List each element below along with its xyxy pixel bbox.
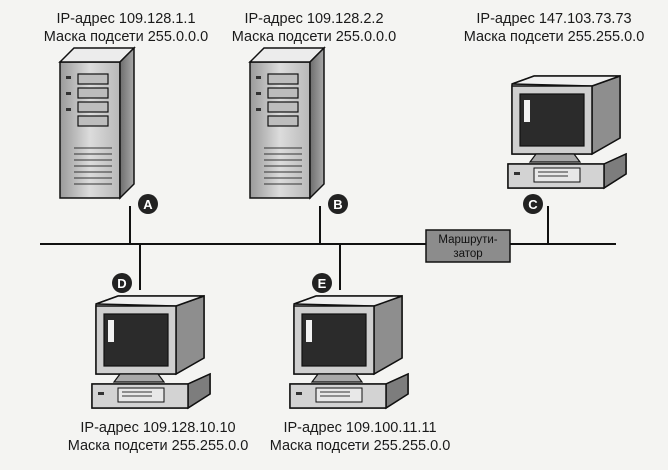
badge-e: E xyxy=(312,273,332,293)
router-icon: Маршрути- затор xyxy=(425,229,511,263)
host-c-mask: Маска подсети 255.255.0.0 xyxy=(463,29,645,45)
badge-a: A xyxy=(138,194,158,214)
router-label-line1: Маршрути- xyxy=(438,234,497,246)
host-b-ip: IP-адрес 109.128.2.2 xyxy=(244,11,384,27)
svg-text:A: A xyxy=(143,197,153,212)
workstation-d-icon xyxy=(91,295,211,409)
svg-text:D: D xyxy=(117,276,126,291)
host-c-label: IP-адрес 147.103.73.73 Маска подсети 255… xyxy=(446,10,662,46)
host-a-mask: Маска подсети 255.0.0.0 xyxy=(43,29,209,45)
workstation-e-icon xyxy=(289,295,409,409)
svg-text:E: E xyxy=(318,276,327,291)
host-d-label: IP-адрес 109.128.10.10 Маска подсети 255… xyxy=(52,419,264,455)
host-e-label: IP-адрес 109.100.11.11 Маска подсети 255… xyxy=(254,419,466,455)
server-a-icon xyxy=(59,47,135,199)
badge-b: B xyxy=(328,194,348,214)
router-label-line2: затор xyxy=(453,248,482,260)
host-a-label: IP-адрес 109.128.1.1 Маска подсети 255.0… xyxy=(28,10,224,46)
host-d-mask: Маска подсети 255.255.0.0 xyxy=(67,438,249,454)
host-b-mask: Маска подсети 255.0.0.0 xyxy=(231,29,397,45)
svg-text:B: B xyxy=(333,197,342,212)
host-a-ip: IP-адрес 109.128.1.1 xyxy=(56,11,196,27)
host-b-label: IP-адрес 109.128.2.2 Маска подсети 255.0… xyxy=(216,10,412,46)
host-e-ip: IP-адрес 109.100.11.11 xyxy=(283,420,437,436)
host-e-mask: Маска подсети 255.255.0.0 xyxy=(269,438,451,454)
badge-c: C xyxy=(523,194,543,214)
host-c-ip: IP-адрес 147.103.73.73 xyxy=(476,11,632,27)
host-d-ip: IP-адрес 109.128.10.10 xyxy=(80,420,236,436)
svg-text:C: C xyxy=(528,197,538,212)
server-b-icon xyxy=(249,47,325,199)
badge-d: D xyxy=(112,273,132,293)
workstation-c-icon xyxy=(507,75,627,189)
